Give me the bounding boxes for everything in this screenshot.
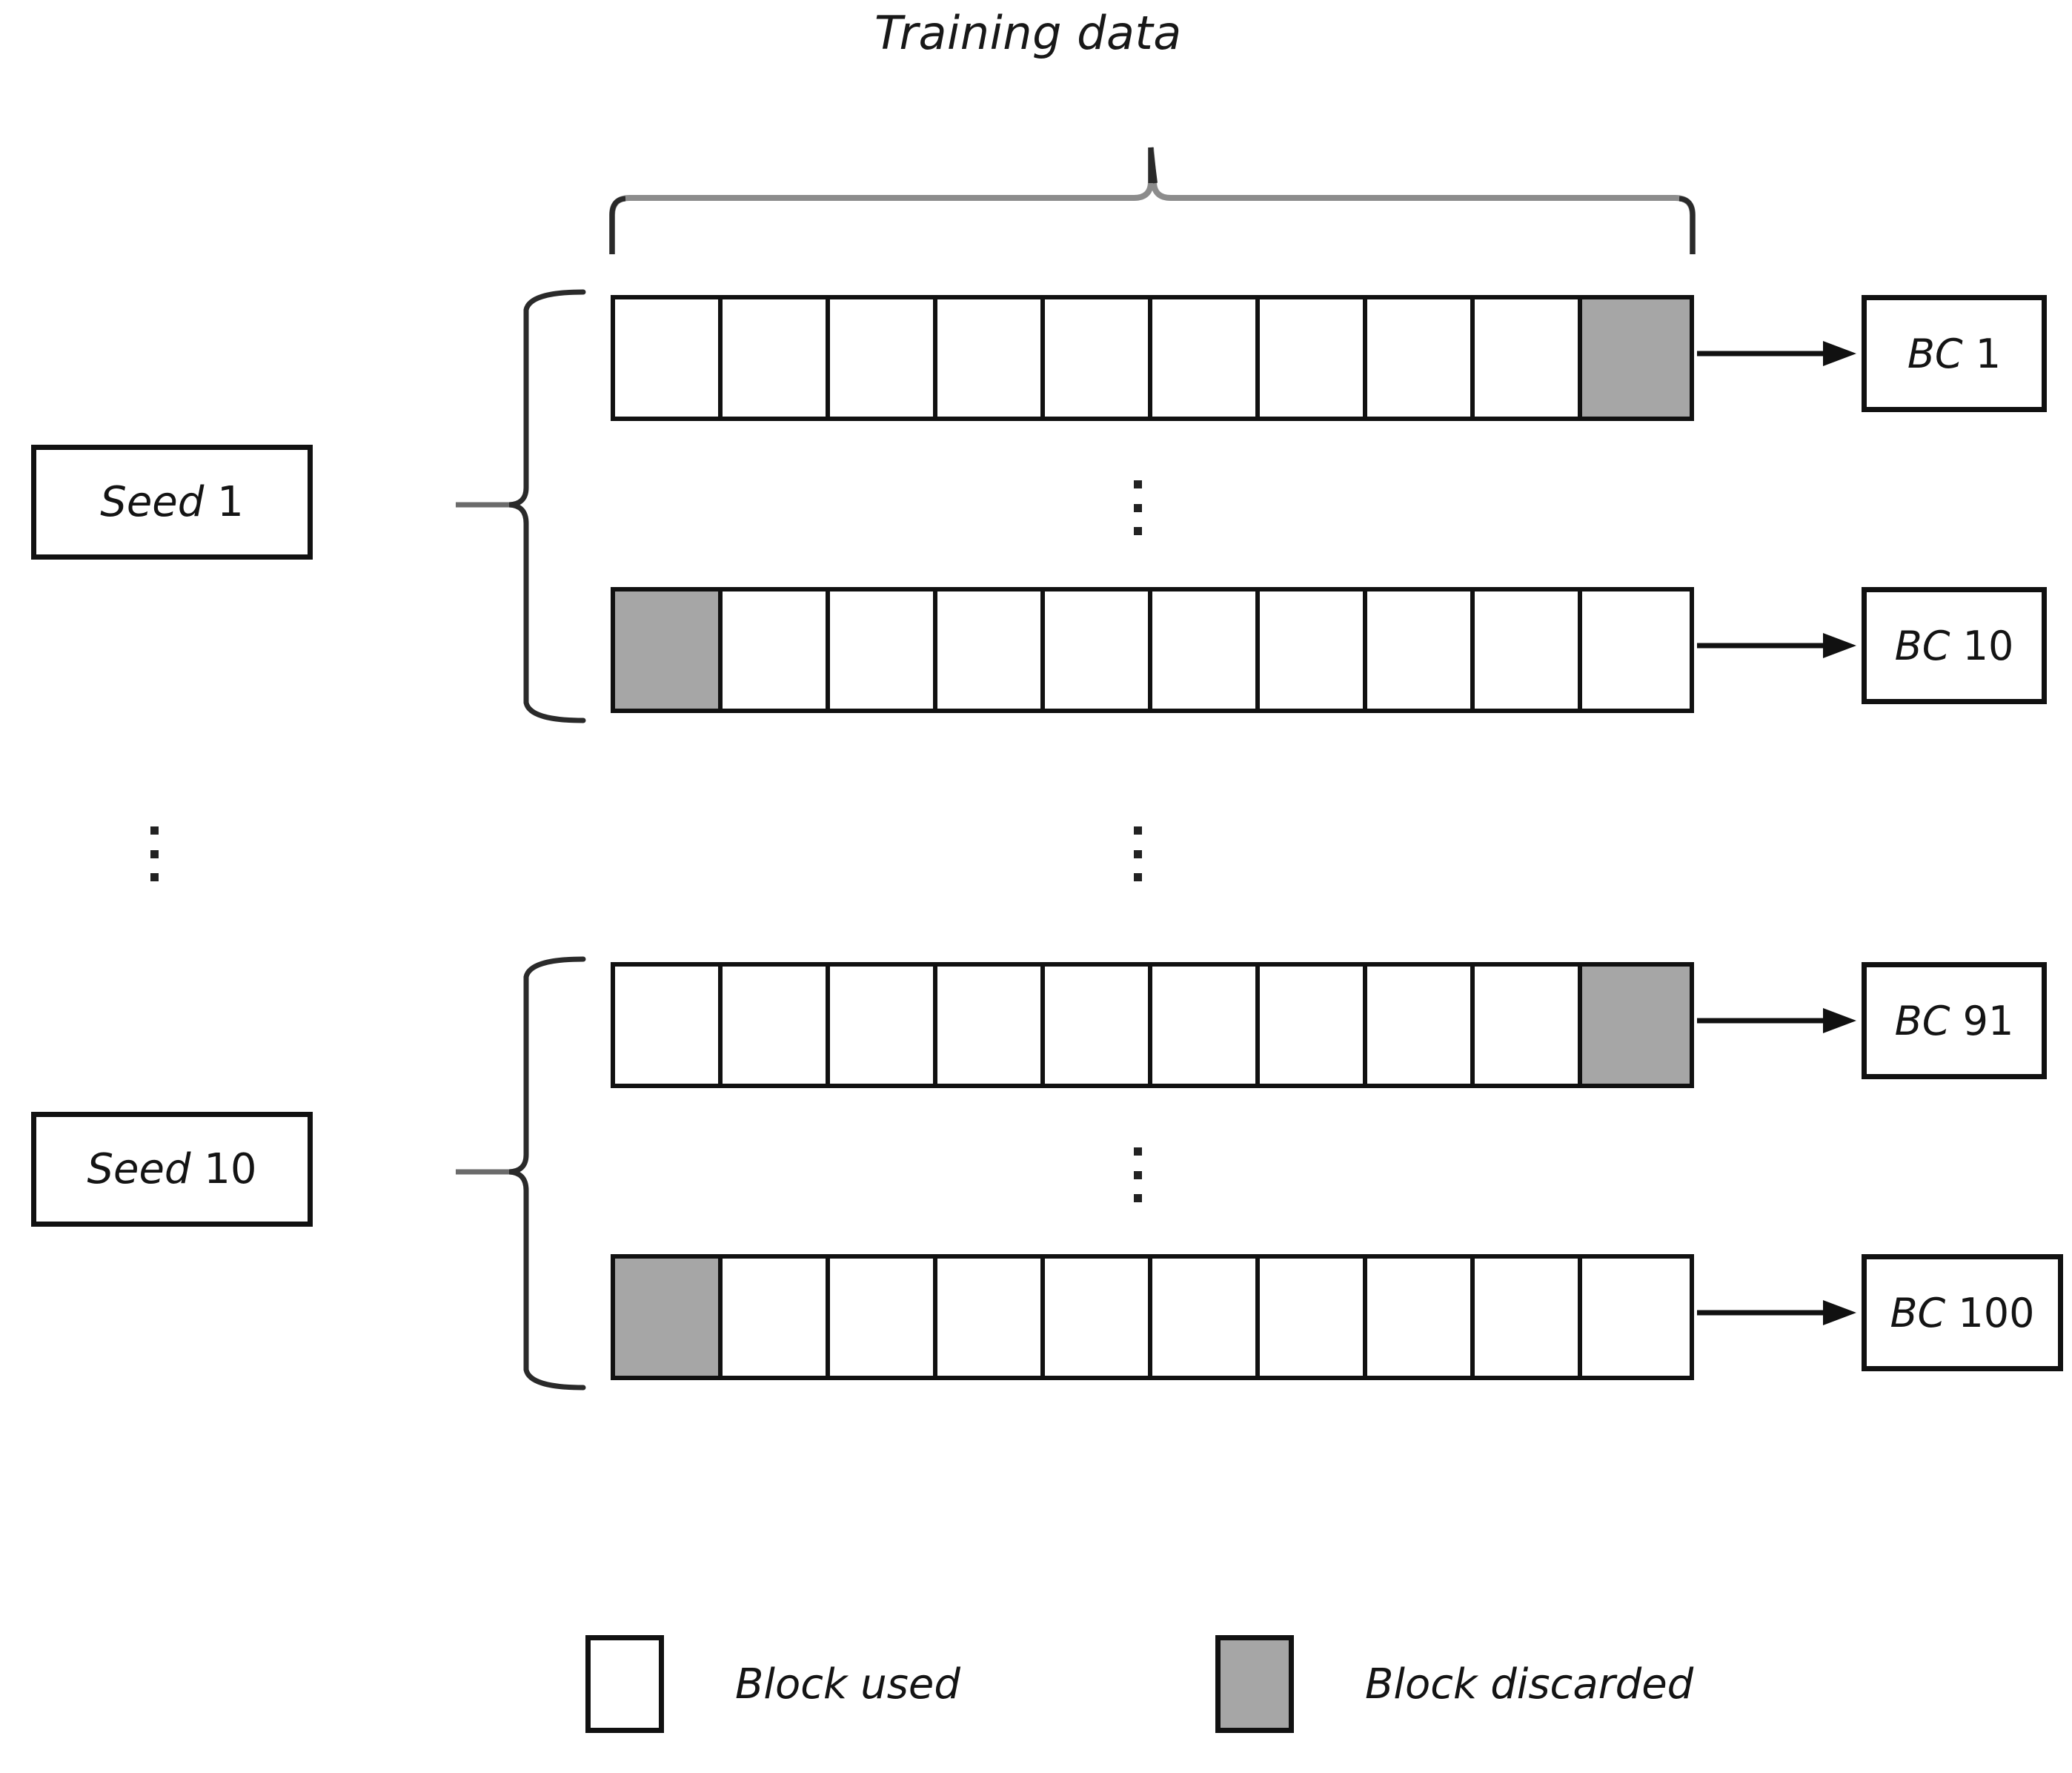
- block-used[interactable]: [937, 299, 1045, 417]
- block-used[interactable]: [1152, 1259, 1260, 1376]
- block-used[interactable]: [1045, 1259, 1152, 1376]
- block-used[interactable]: [1367, 591, 1475, 709]
- block-used[interactable]: [615, 967, 723, 1084]
- block-used[interactable]: [1152, 591, 1260, 709]
- block-discarded[interactable]: [615, 591, 723, 709]
- block-used[interactable]: [1367, 1259, 1475, 1376]
- block-used[interactable]: [1045, 967, 1152, 1084]
- block-used[interactable]: [1475, 1259, 1582, 1376]
- seed-box-10[interactable]: Seed 10: [31, 1112, 313, 1227]
- bc-box-10[interactable]: BC 10: [1862, 587, 2047, 704]
- block-discarded[interactable]: [1582, 967, 1690, 1084]
- block-used[interactable]: [1260, 967, 1367, 1084]
- legend-label-block-used: Block used: [735, 1660, 960, 1709]
- block-used[interactable]: [1152, 299, 1260, 417]
- arrow-to-bc-1: [1697, 339, 1862, 368]
- block-used[interactable]: [937, 591, 1045, 709]
- block-used[interactable]: [1475, 591, 1582, 709]
- block-used[interactable]: [1582, 1259, 1690, 1376]
- arrow-to-bc-10: [1697, 631, 1862, 660]
- bc-label-1: BC 1: [1907, 330, 2002, 377]
- block-used[interactable]: [1475, 299, 1582, 417]
- block-used[interactable]: [723, 967, 830, 1084]
- legend-swatch-discarded-icon: [1215, 1635, 1294, 1733]
- block-used[interactable]: [1260, 299, 1367, 417]
- seed-label-10: Seed 10: [87, 1145, 257, 1193]
- arrow-to-bc-100: [1697, 1298, 1862, 1328]
- block-used[interactable]: [1475, 967, 1582, 1084]
- block-row-bc-100: [611, 1254, 1694, 1380]
- block-used[interactable]: [723, 299, 830, 417]
- group-brace-seed-1: [456, 288, 589, 725]
- bc-label-10: BC 10: [1894, 622, 2014, 669]
- block-used[interactable]: [830, 591, 937, 709]
- bc-label-91: BC 91: [1894, 997, 2014, 1044]
- block-row-bc-10: [611, 587, 1694, 713]
- block-used[interactable]: [937, 1259, 1045, 1376]
- page-title: Training data: [874, 6, 1182, 60]
- arrow-to-bc-91: [1697, 1006, 1862, 1035]
- seed-label-1: Seed 1: [100, 478, 244, 526]
- block-discarded[interactable]: [615, 1259, 723, 1376]
- block-used[interactable]: [1367, 299, 1475, 417]
- ellipsis-seed-10-rows: [1128, 1147, 1147, 1202]
- ellipsis-seed-1-rows: [1128, 480, 1147, 535]
- legend-item-block-discarded: Block discarded: [1215, 1635, 1693, 1733]
- legend-label-block-discarded: Block discarded: [1365, 1660, 1694, 1709]
- ellipsis-seeds: [145, 826, 164, 881]
- block-used[interactable]: [1152, 967, 1260, 1084]
- block-row-bc-91: [611, 962, 1694, 1088]
- training-data-brace: [608, 145, 1697, 256]
- block-used[interactable]: [937, 967, 1045, 1084]
- legend-item-block-used: Block used: [585, 1635, 960, 1733]
- seed-box-1[interactable]: Seed 1: [31, 445, 313, 560]
- legend-swatch-used-icon: [585, 1635, 664, 1733]
- block-used[interactable]: [723, 591, 830, 709]
- block-discarded[interactable]: [1582, 299, 1690, 417]
- block-used[interactable]: [1582, 591, 1690, 709]
- block-used[interactable]: [830, 299, 937, 417]
- legend: Block used Block discarded: [0, 1625, 2072, 1758]
- bc-label-100: BC 100: [1890, 1289, 2035, 1336]
- block-row-bc-1: [611, 295, 1694, 421]
- bc-box-100[interactable]: BC 100: [1862, 1254, 2063, 1371]
- bc-box-91[interactable]: BC 91: [1862, 962, 2047, 1079]
- block-used[interactable]: [1260, 591, 1367, 709]
- block-used[interactable]: [1367, 967, 1475, 1084]
- block-used[interactable]: [1045, 299, 1152, 417]
- block-used[interactable]: [830, 967, 937, 1084]
- block-used[interactable]: [1260, 1259, 1367, 1376]
- block-used[interactable]: [723, 1259, 830, 1376]
- block-used[interactable]: [1045, 591, 1152, 709]
- block-used[interactable]: [615, 299, 723, 417]
- group-brace-seed-10: [456, 955, 589, 1392]
- bc-box-1[interactable]: BC 1: [1862, 295, 2047, 412]
- ellipsis-groups: [1128, 826, 1147, 881]
- block-used[interactable]: [830, 1259, 937, 1376]
